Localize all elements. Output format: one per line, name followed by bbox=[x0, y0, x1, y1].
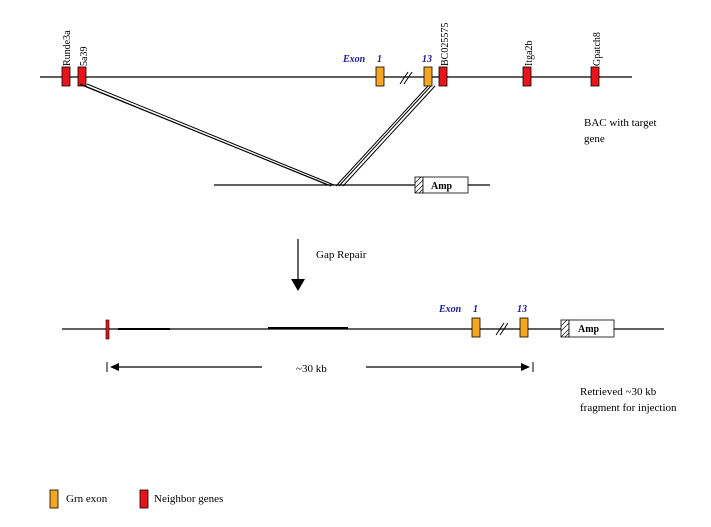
retrieved-amp-label: Amp bbox=[578, 324, 600, 335]
retrieved-amp-box bbox=[568, 319, 615, 338]
retrieved-exon-prefix: Exon bbox=[438, 304, 462, 315]
gene-label-bc025575: BC025575 bbox=[440, 23, 451, 66]
homology-arm-right bbox=[335, 85, 436, 187]
gene-label-itga2b: Itga2b bbox=[524, 40, 535, 66]
vector-amp-label: Amp bbox=[431, 181, 453, 192]
legend-swatch-exon bbox=[49, 489, 59, 509]
bac-caption: BAC with target gene bbox=[584, 117, 659, 145]
gap-repair-arrow-head bbox=[291, 279, 305, 291]
retrieved-break-mark bbox=[495, 322, 509, 336]
vector-amp-box bbox=[422, 176, 469, 194]
retrieved-exon-first: 1 bbox=[473, 304, 478, 315]
retrieved-caption: Retrieved ~30 kb fragment for injection bbox=[580, 386, 677, 414]
retrieved-caption-line-2: fragment for injection bbox=[580, 402, 677, 414]
gene-box-bc025575 bbox=[438, 66, 448, 87]
bac-caption-line-1: BAC with target bbox=[584, 117, 657, 129]
size-span-right-arrowhead bbox=[521, 363, 530, 371]
bac-caption-line-2: gene bbox=[584, 133, 605, 145]
homology-arm-left bbox=[79, 83, 335, 187]
retrieved-caption-line-1: Retrieved ~30 kb bbox=[580, 386, 657, 398]
legend: Grn exon Neighbor genes bbox=[49, 489, 223, 509]
gene-label-5a39: 5a39 bbox=[79, 47, 90, 66]
retrieved-neighbor-tick bbox=[105, 319, 110, 340]
legend-label-neighbor: Neighbor genes bbox=[154, 493, 223, 505]
legend-swatch-neighbor bbox=[139, 489, 149, 509]
gene-box-itga2b bbox=[522, 66, 532, 87]
size-span-label: ~30 kb bbox=[296, 363, 327, 375]
legend-label-exon: Grn exon bbox=[66, 493, 108, 505]
gene-box-runde3a bbox=[61, 66, 71, 87]
exon-box-1 bbox=[375, 66, 385, 87]
bac-exon-prefix: Exon bbox=[342, 54, 366, 65]
gene-label-gpatch8: Gpatch8 bbox=[592, 32, 603, 66]
vector-hatch-lines bbox=[414, 176, 424, 194]
gene-label-runde3a: Runde3a bbox=[62, 30, 73, 66]
retrieved-exon-last: 13 bbox=[517, 304, 527, 315]
gap-repair-label: Gap Repair bbox=[316, 249, 367, 261]
bac-exon-first: 1 bbox=[377, 54, 382, 65]
bac-exon-last: 13 bbox=[422, 54, 432, 65]
retrieved-exon-box-13 bbox=[519, 317, 529, 338]
retrieved-hatch-lines bbox=[560, 319, 570, 338]
exon-box-13 bbox=[423, 66, 433, 87]
retrieved-exon-box-1 bbox=[471, 317, 481, 338]
size-span-left-arrowhead bbox=[110, 363, 119, 371]
bac-break-mark bbox=[399, 71, 413, 85]
gene-box-5a39 bbox=[77, 66, 87, 87]
gene-box-gpatch8 bbox=[590, 66, 600, 87]
